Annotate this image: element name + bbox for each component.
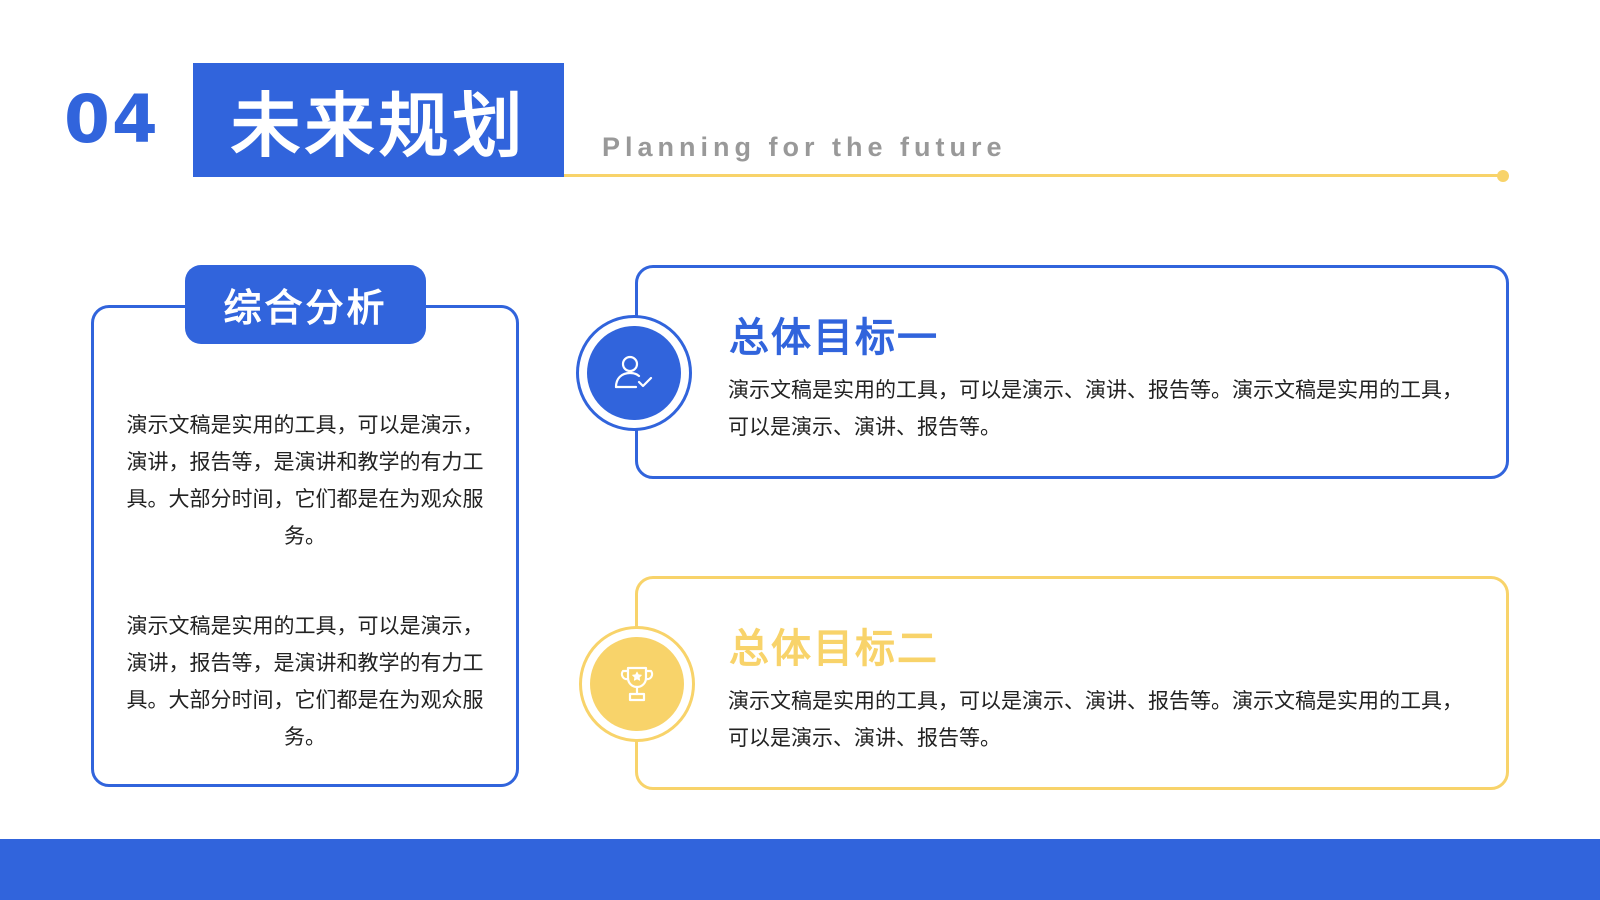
- page-subtitle: Planning for the future: [602, 132, 1007, 162]
- title-underline: [564, 174, 1506, 177]
- goal-1-icon-badge: [576, 315, 692, 431]
- page-title: 未来规划: [230, 84, 527, 167]
- title-banner: 未来规划: [193, 63, 564, 177]
- goal-2-body: 演示文稿是实用的工具，可以是演示、演讲、报告等。演示文稿是实用的工具，可以是演示…: [728, 689, 1463, 750]
- analysis-paragraph-1: 演示文稿是实用的工具，可以是演示，演讲，报告等，是演讲和教学的有力工具。大部分时…: [126, 413, 484, 548]
- underline-end-dot: [1497, 170, 1509, 182]
- section-number: 04: [64, 81, 160, 158]
- analysis-tag: 综合分析: [185, 265, 426, 344]
- goal-2-title: 总体目标二: [729, 626, 939, 672]
- footer-bar: [0, 839, 1600, 900]
- trophy-icon: [620, 666, 654, 702]
- analysis-paragraph-2: 演示文稿是实用的工具，可以是演示，演讲，报告等，是演讲和教学的有力工具。大部分时…: [126, 614, 484, 749]
- user-check-icon: [614, 355, 653, 389]
- goal-1-body: 演示文稿是实用的工具，可以是演示、演讲、报告等。演示文稿是实用的工具，可以是演示…: [728, 378, 1463, 439]
- goal-1-title: 总体目标一: [729, 315, 939, 361]
- goal-2-icon-badge: [579, 626, 695, 742]
